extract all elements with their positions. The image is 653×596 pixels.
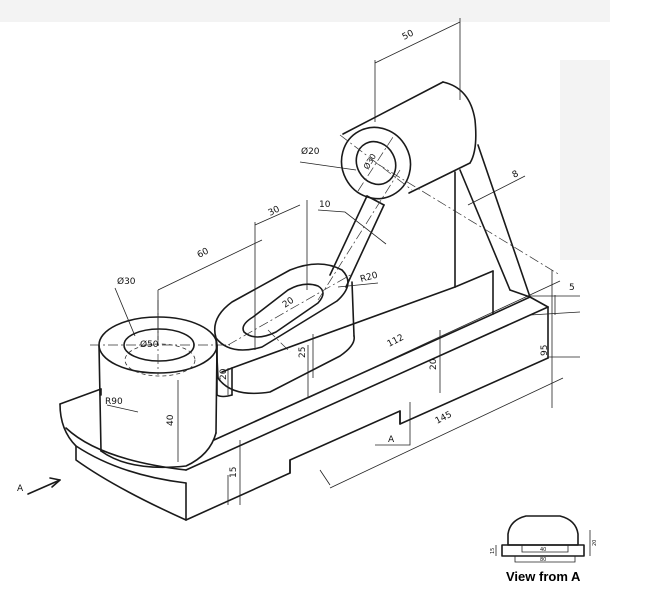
left-cylinder-boss (90, 300, 230, 469)
dim-40: 40 (166, 414, 176, 426)
base-plate (59, 296, 549, 521)
top-cylinder-hub (339, 81, 561, 276)
dim-dia-20: Ø20 (301, 146, 320, 157)
dim-dia-30: Ø30 (117, 276, 136, 287)
inset-dim-80: 80 (540, 557, 546, 563)
dim-r-20: R20 (359, 271, 379, 285)
dim-8: 8 (511, 169, 521, 181)
dim-slot-20: 20 (281, 296, 296, 311)
dim-15: 15 (229, 467, 239, 478)
dim-view-a: A (388, 435, 395, 445)
slotted-boss (213, 263, 356, 395)
dim-10: 10 (319, 200, 331, 210)
dimension-lines (27, 18, 581, 505)
dim-95: 95 (540, 345, 550, 356)
dim-145: 145 (434, 410, 454, 427)
arrow-a-label: A (17, 484, 24, 494)
dim-30: 30 (267, 204, 282, 218)
dim-25: 25 (298, 347, 308, 358)
dim-20: 20 (429, 358, 439, 370)
dim-dia-30-upper: Ø30 (361, 152, 378, 171)
dim-dia-50: Ø50 (140, 339, 159, 350)
inclined-arm (317, 169, 401, 301)
dim-60: 60 (196, 246, 211, 260)
dim-20-left: 20 (219, 368, 229, 380)
scan-background (0, 0, 610, 260)
dim-50: 50 (401, 28, 416, 42)
inset-dim-15: 15 (490, 548, 496, 554)
upright-wall (231, 144, 531, 369)
inset-dim-20: 20 (592, 540, 598, 546)
view-from-a-caption: View from A (506, 569, 581, 584)
dim-112: 112 (386, 333, 406, 350)
view-from-a-inset: 40 80 15 20 (490, 515, 598, 563)
dim-5: 5 (569, 283, 575, 293)
inset-dim-40: 40 (540, 547, 546, 553)
dim-r-90: R90 (105, 397, 123, 407)
